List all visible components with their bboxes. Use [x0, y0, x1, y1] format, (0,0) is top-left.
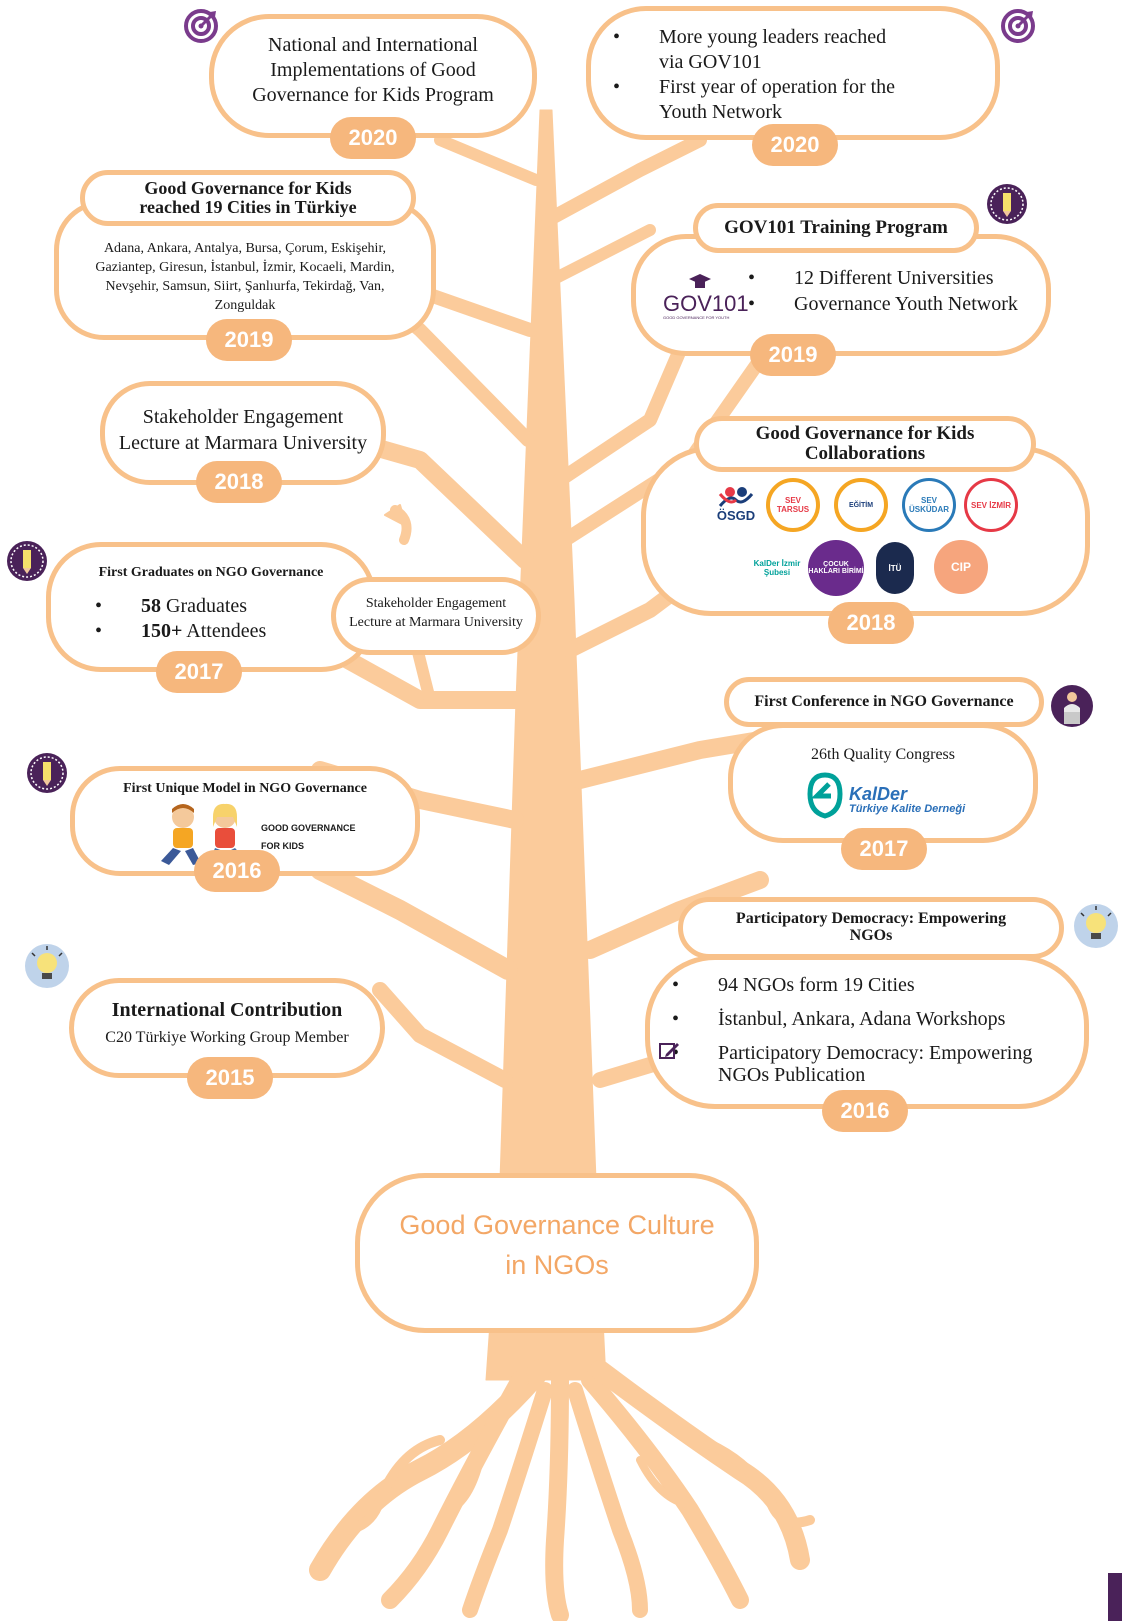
right-2019-item-2: Governance Youth Network — [736, 291, 1018, 317]
right-2018-title-2: Collaborations — [804, 443, 926, 464]
left-2019-title-2: reached 19 Cities in Türkiye — [139, 197, 357, 217]
year-badge-right-2016: 2016 — [822, 1090, 908, 1132]
pencil-badge-icon — [986, 183, 1028, 230]
left-2016-logo-2: FOR KIDS — [261, 841, 305, 851]
right-2017-title-pill: First Conference in NGO Governance — [724, 677, 1044, 727]
year-badge-left-2017: 2017 — [156, 651, 242, 693]
left-2018-title-1: Stakeholder Engagement — [142, 406, 344, 428]
left-2019-body-4: Zonguldak — [214, 298, 276, 313]
right-2016-title-pill: Participatory Democracy: Empowering NGOs — [678, 897, 1064, 959]
kalder-logo-2: Türkiye Kalite Derneği — [849, 803, 966, 815]
left-2017-side-box: Stakeholder Engagement Lecture at Marmar… — [331, 577, 541, 655]
left-2017-box: First Graduates on NGO Governance 58 Gra… — [46, 542, 376, 672]
right-2016-item-3: Participatory Democracy: EmpoweringNGOs … — [660, 1042, 1032, 1086]
right-2016-box: 94 NGOs form 19 Cities İstanbul, Ankara,… — [645, 955, 1089, 1109]
right-2018-title-1: Good Governance for Kids — [755, 423, 975, 445]
kalder-izmir-logo: KalDer İzmir Şubesi — [753, 559, 801, 577]
kalder-q-icon — [807, 772, 843, 827]
right-2016-title-1: Participatory Democracy: Empowering — [735, 910, 1007, 928]
left-2020-box: National and International Implementatio… — [209, 14, 537, 138]
left-2018-title-2: Lecture at Marmara University — [118, 432, 368, 454]
right-2019-title-pill: GOV101 Training Program — [693, 203, 979, 253]
year-badge-left-2020: 2020 — [330, 117, 416, 159]
left-2019-body-1: Adana, Ankara, Antalya, Bursa, Çorum, Es… — [103, 241, 387, 256]
osgd-logo: ÖSGD — [710, 478, 762, 530]
left-2017-side-1: Stakeholder Engagement — [365, 596, 507, 611]
left-2017-title: First Graduates on NGO Governance — [98, 565, 324, 580]
left-2017-side-2: Lecture at Marmara University — [349, 615, 523, 630]
right-2019-box: GOV101 GOOD GOVERNANCE FOR YOUTH 12 Diff… — [631, 234, 1051, 356]
sev-izmir-logo: SEV İZMİR — [964, 478, 1018, 532]
year-badge-right-2018: 2018 — [828, 602, 914, 644]
cip-logo: CIP — [934, 540, 988, 594]
cocuk-haklari-logo: ÇOCUK HAKLARI BİRİMİ — [808, 540, 864, 596]
left-2019-body-3: Nevşehir, Samsun, Siirt, Şanlıurfa, Teki… — [105, 279, 385, 294]
left-2016-logo-1: GOOD GOVERNANCE — [261, 823, 356, 833]
right-2016-title-2: NGOs — [849, 927, 893, 944]
gov101-logo: GOV101 — [663, 291, 749, 316]
pencil-badge-icon — [6, 540, 48, 587]
year-badge-right-2020: 2020 — [752, 124, 838, 166]
year-badge-left-2019: 2019 — [206, 319, 292, 361]
right-2016-item-1: 94 NGOs form 19 Cities — [660, 974, 1032, 996]
left-2017-item-2: 150+ Attendees — [83, 620, 266, 643]
gov101-logo-sub: GOOD GOVERNANCE FOR YOUTH — [663, 315, 730, 320]
speaker-podium-icon — [1050, 684, 1094, 733]
right-2017-sub: 26th Quality Congress — [811, 746, 955, 763]
root-label-line2: in NGOs — [505, 1250, 609, 1280]
right-2019-item-1: 12 Different Universities — [736, 265, 1018, 291]
egitim-logo: EĞİTİM — [834, 478, 888, 532]
left-2017-item-1: 58 Graduates — [83, 595, 266, 618]
page-edge-tab — [1108, 1573, 1122, 1621]
target-icon — [1000, 8, 1036, 49]
left-2015-title: International Contribution — [111, 999, 343, 1021]
sev-tarsus-logo: SEV TARSUS — [766, 478, 820, 532]
year-badge-right-2019: 2019 — [750, 334, 836, 376]
graduation-cap-icon — [688, 273, 712, 296]
right-2017-box: 26th Quality Congress KalDer Türkiye Kal… — [728, 723, 1038, 843]
year-badge-left-2015: 2015 — [187, 1057, 273, 1099]
left-2020-title-1: National and International — [268, 34, 478, 56]
left-2020-title-3: Governance for Kids Program — [252, 84, 494, 106]
left-2019-title-pill: Good Governance for Kids reached 19 Citi… — [80, 170, 416, 226]
left-2020-title-2: Implementations of Good — [270, 59, 476, 81]
kalder-logo-1: KalDer — [849, 784, 908, 804]
root-label-box: Good Governance Culture in NGOs — [355, 1173, 759, 1333]
sev-uskudar-logo: SEV ÜSKÜDAR — [902, 478, 956, 532]
right-2016-item-2: İstanbul, Ankara, Adana Workshops — [660, 1008, 1032, 1030]
target-icon — [183, 8, 219, 49]
left-2015-subtitle: C20 Türkiye Working Group Member — [105, 1029, 349, 1046]
left-2016-title: First Unique Model in NGO Governance — [123, 781, 367, 796]
root-label-line1: Good Governance Culture — [399, 1210, 715, 1240]
pencil-badge-icon — [26, 752, 68, 799]
itu-logo: İTÜ — [876, 542, 914, 594]
year-badge-left-2016: 2016 — [194, 850, 280, 892]
edit-note-icon — [658, 1040, 680, 1067]
lightbulb-icon — [1073, 903, 1119, 954]
right-2018-title-pill: Good Governance for Kids Collaborations — [694, 416, 1036, 472]
left-2019-title-1: Good Governance for Kids — [144, 178, 352, 199]
left-2019-body-2: Gaziantep, Giresun, İstanbul, İzmir, Koc… — [95, 260, 395, 275]
year-badge-left-2018: 2018 — [196, 461, 282, 503]
lightbulb-icon — [24, 943, 70, 994]
year-badge-right-2017: 2017 — [841, 828, 927, 870]
